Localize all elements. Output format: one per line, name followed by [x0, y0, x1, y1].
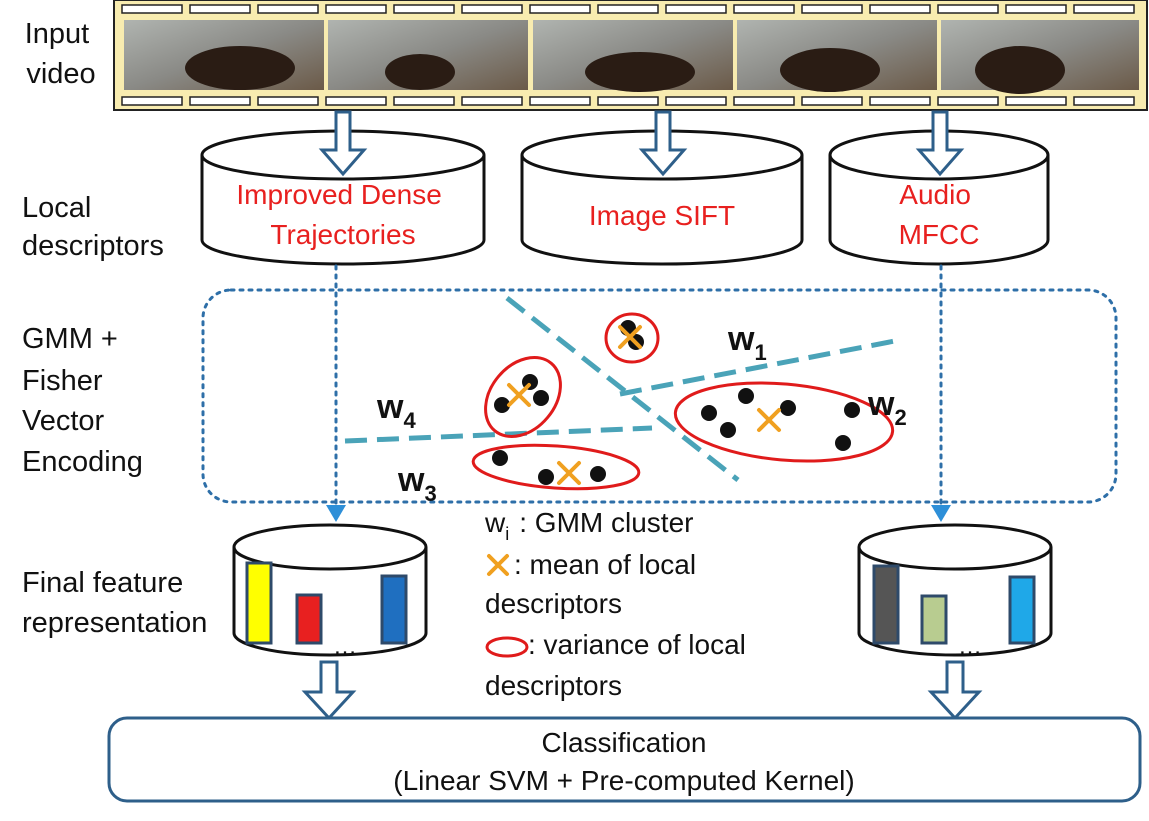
film-sprocket — [189, 96, 251, 106]
film-sprocket — [121, 4, 183, 14]
legend-variance-icon — [485, 636, 529, 658]
descriptor-points — [492, 320, 860, 485]
encoding-region — [201, 288, 1118, 504]
film-sprocket — [529, 96, 591, 106]
feature-bar — [920, 594, 948, 645]
feature-ellipsis-left: … — [333, 633, 357, 660]
cluster-boundaries — [344, 296, 901, 482]
feature-bar — [1008, 575, 1036, 645]
flow-arrowheads — [326, 505, 951, 522]
classification-box — [107, 716, 1142, 803]
input-video-film-strip — [113, 0, 1148, 111]
descriptor-label-mfcc: Audio MFCC — [899, 179, 980, 250]
cluster-ellipse — [484, 356, 562, 438]
film-sprocket — [325, 96, 387, 106]
film-sprocket — [869, 4, 931, 14]
feature-bar — [872, 564, 900, 645]
film-sprocket — [733, 96, 795, 106]
film-sprocket — [801, 96, 863, 106]
feature-bars-right — [872, 564, 1036, 645]
gmm-clusters — [471, 312, 895, 491]
cluster-means — [507, 325, 781, 485]
film-sprocket — [869, 96, 931, 106]
legend-variance: : variance of local descriptors — [485, 629, 754, 701]
cluster-ellipse — [471, 443, 641, 491]
final-feature-cylinder-left — [232, 523, 428, 657]
down-arrow — [927, 660, 983, 721]
label-local-descriptors: Local descriptors — [22, 192, 164, 262]
label-input-video: Input video — [25, 18, 98, 90]
descriptor-label-sift: Image SIFT — [589, 200, 735, 231]
cluster-ellipse — [604, 312, 660, 364]
film-sprocket — [121, 96, 183, 106]
film-sprocket — [597, 4, 659, 14]
film-sprockets-bottom — [121, 96, 1135, 106]
feature-ellipsis-right: … — [958, 633, 982, 660]
legend-mean-icon — [487, 554, 509, 576]
descriptor-flow-lines — [334, 264, 943, 510]
feature-bar — [295, 593, 323, 645]
film-sprocket — [393, 4, 455, 14]
arrows-features-to-classification — [301, 660, 983, 721]
cluster-ellipse — [673, 381, 895, 463]
film-sprocket — [597, 96, 659, 106]
label-final-feature: Final feature representation — [22, 567, 207, 639]
film-sprockets-top — [121, 4, 1135, 14]
cluster-label-w3: w3 — [397, 461, 437, 506]
film-sprocket — [325, 4, 387, 14]
descriptor-cylinder-idt — [200, 129, 486, 266]
film-sprocket — [937, 96, 999, 106]
film-sprocket — [257, 4, 319, 14]
film-sprocket — [1073, 96, 1135, 106]
final-feature-cylinder-right — [857, 523, 1053, 657]
film-sprocket — [461, 4, 523, 14]
classification-subtitle: (Linear SVM + Pre-computed Kernel) — [393, 765, 854, 796]
legend-mean: : mean of local descriptors — [485, 549, 704, 619]
cluster-label-w1: w1 — [727, 320, 767, 365]
descriptor-label-idt: Improved Dense Trajectories — [236, 179, 449, 250]
legend: wi: GMM cluster : mean of local descript… — [484, 507, 754, 701]
film-sprocket — [257, 96, 319, 106]
film-sprocket — [801, 4, 863, 14]
feature-bars-left — [245, 561, 408, 645]
label-encoding: GMM + Fisher Vector Encoding — [22, 323, 143, 478]
cluster-label-w4: w4 — [376, 388, 416, 433]
legend-cluster: wi: GMM cluster — [484, 507, 693, 544]
film-sprocket — [393, 96, 455, 106]
film-sprocket — [733, 4, 795, 14]
down-arrow — [301, 660, 357, 721]
film-sprocket — [461, 96, 523, 106]
film-sprocket — [1073, 4, 1135, 14]
film-sprocket — [665, 4, 727, 14]
feature-bar — [380, 574, 408, 645]
film-sprocket — [937, 4, 999, 14]
film-sprocket — [665, 96, 727, 106]
film-sprocket — [189, 4, 251, 14]
classification-title: Classification — [542, 727, 707, 758]
film-sprocket — [529, 4, 591, 14]
film-sprocket — [1005, 4, 1067, 14]
feature-bar — [245, 561, 273, 645]
cluster-label-w2: w2 — [867, 385, 907, 430]
film-sprocket — [1005, 96, 1067, 106]
